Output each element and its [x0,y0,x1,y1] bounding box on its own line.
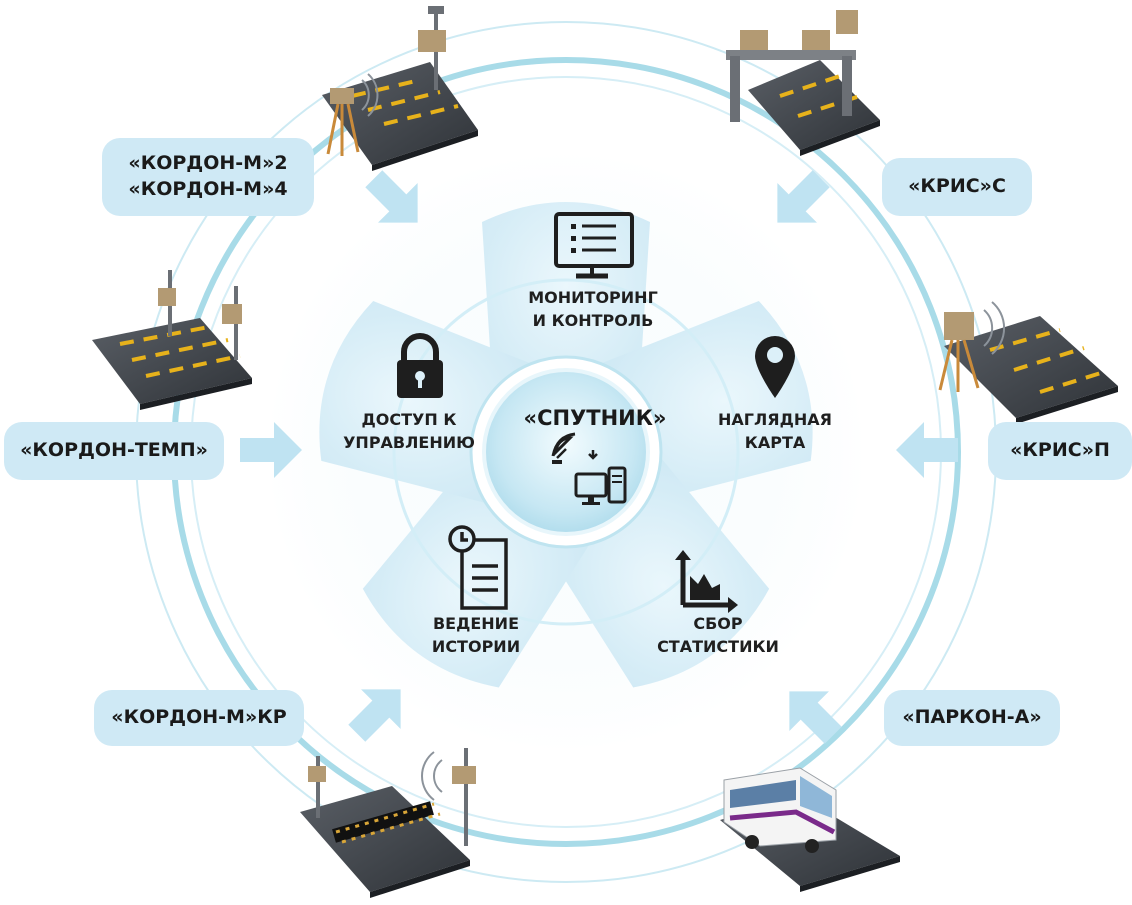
center-title: «СПУТНИК» [523,406,667,430]
map-pin-icon [755,336,795,398]
function-label-line: И КОНТРОЛЬ [532,311,654,331]
function-label-line: НАГЛЯДНАЯ [718,410,832,429]
function-label-line: ВЕДЕНИЕ [432,614,519,633]
arrow-to-center [240,422,302,478]
device-label-parkon-a: «ПАРКОН-А» [884,690,1060,746]
center-disc [469,355,663,549]
device-label-line: «КРИС»П [1010,439,1110,462]
two-pole-cameras-road-icon [92,270,252,410]
padlock-icon [397,333,443,398]
device-label-kris-s: «КРИС»С [882,158,1032,216]
device-label-line: «КОРДОН-М»2 [128,152,288,175]
petal-monitoring [482,202,650,412]
function-map: НАГЛЯДНАЯ КАРТА [696,408,854,454]
tripod-radar-road-icon [938,301,1118,424]
device-label-line: «ПАРКОН-А» [902,706,1042,729]
function-label-line: СТАТИСТИКИ [657,637,779,657]
clock-document-icon [448,525,508,610]
function-label-line: КАРТА [744,433,806,453]
arrow-to-center [777,170,830,223]
function-label-line: СБОР [693,614,743,633]
device-label-line: «КОРДОН-М»КР [111,706,287,729]
device-label-kordon-m-kr: «КОРДОН-М»КР [94,690,304,746]
function-label-line: УПРАВЛЕНИЮ [343,433,475,453]
function-label-line: МОНИТОРИНГ [528,288,658,307]
gantry-cameras-road-icon [726,10,880,156]
railway-crossing-cameras-icon [300,748,476,898]
arrow-to-center [896,422,958,478]
device-label-kordon-m-2-4: «КОРДОН-М»2 «КОРДОН-М»4 [102,138,314,216]
device-label-line: «КОРДОН-М»4 [128,178,288,200]
device-label-line: «КРИС»С [908,175,1006,198]
arrow-to-center [789,691,842,744]
satellite-computer-icon [551,432,627,505]
device-label-line: «КОРДОН-ТЕМП» [20,439,208,462]
monitor-checklist-icon [554,212,634,279]
function-label-line: ДОСТУП К [361,410,457,429]
device-label-kris-p: «КРИС»П [988,422,1132,480]
device-label-kordon-temp: «КОРДОН-ТЕМП» [4,422,224,480]
area-chart-icon [675,550,738,613]
arrow-to-center [365,170,418,223]
pole-camera-road-icon [322,6,478,171]
function-label-line: ИСТОРИИ [431,637,521,657]
function-access: ДОСТУП К УПРАВЛЕНИЮ [330,408,488,454]
function-history: ВЕДЕНИЕ ИСТОРИИ [408,612,544,658]
middle-ring [392,278,740,626]
function-monitoring: МОНИТОРИНГ И КОНТРОЛЬ [500,286,686,332]
arrow-to-center [348,689,401,742]
arrows-group [240,170,958,744]
bus-camera-road-icon [720,767,900,892]
function-statistics: СБОР СТАТИСТИКИ [640,612,796,658]
